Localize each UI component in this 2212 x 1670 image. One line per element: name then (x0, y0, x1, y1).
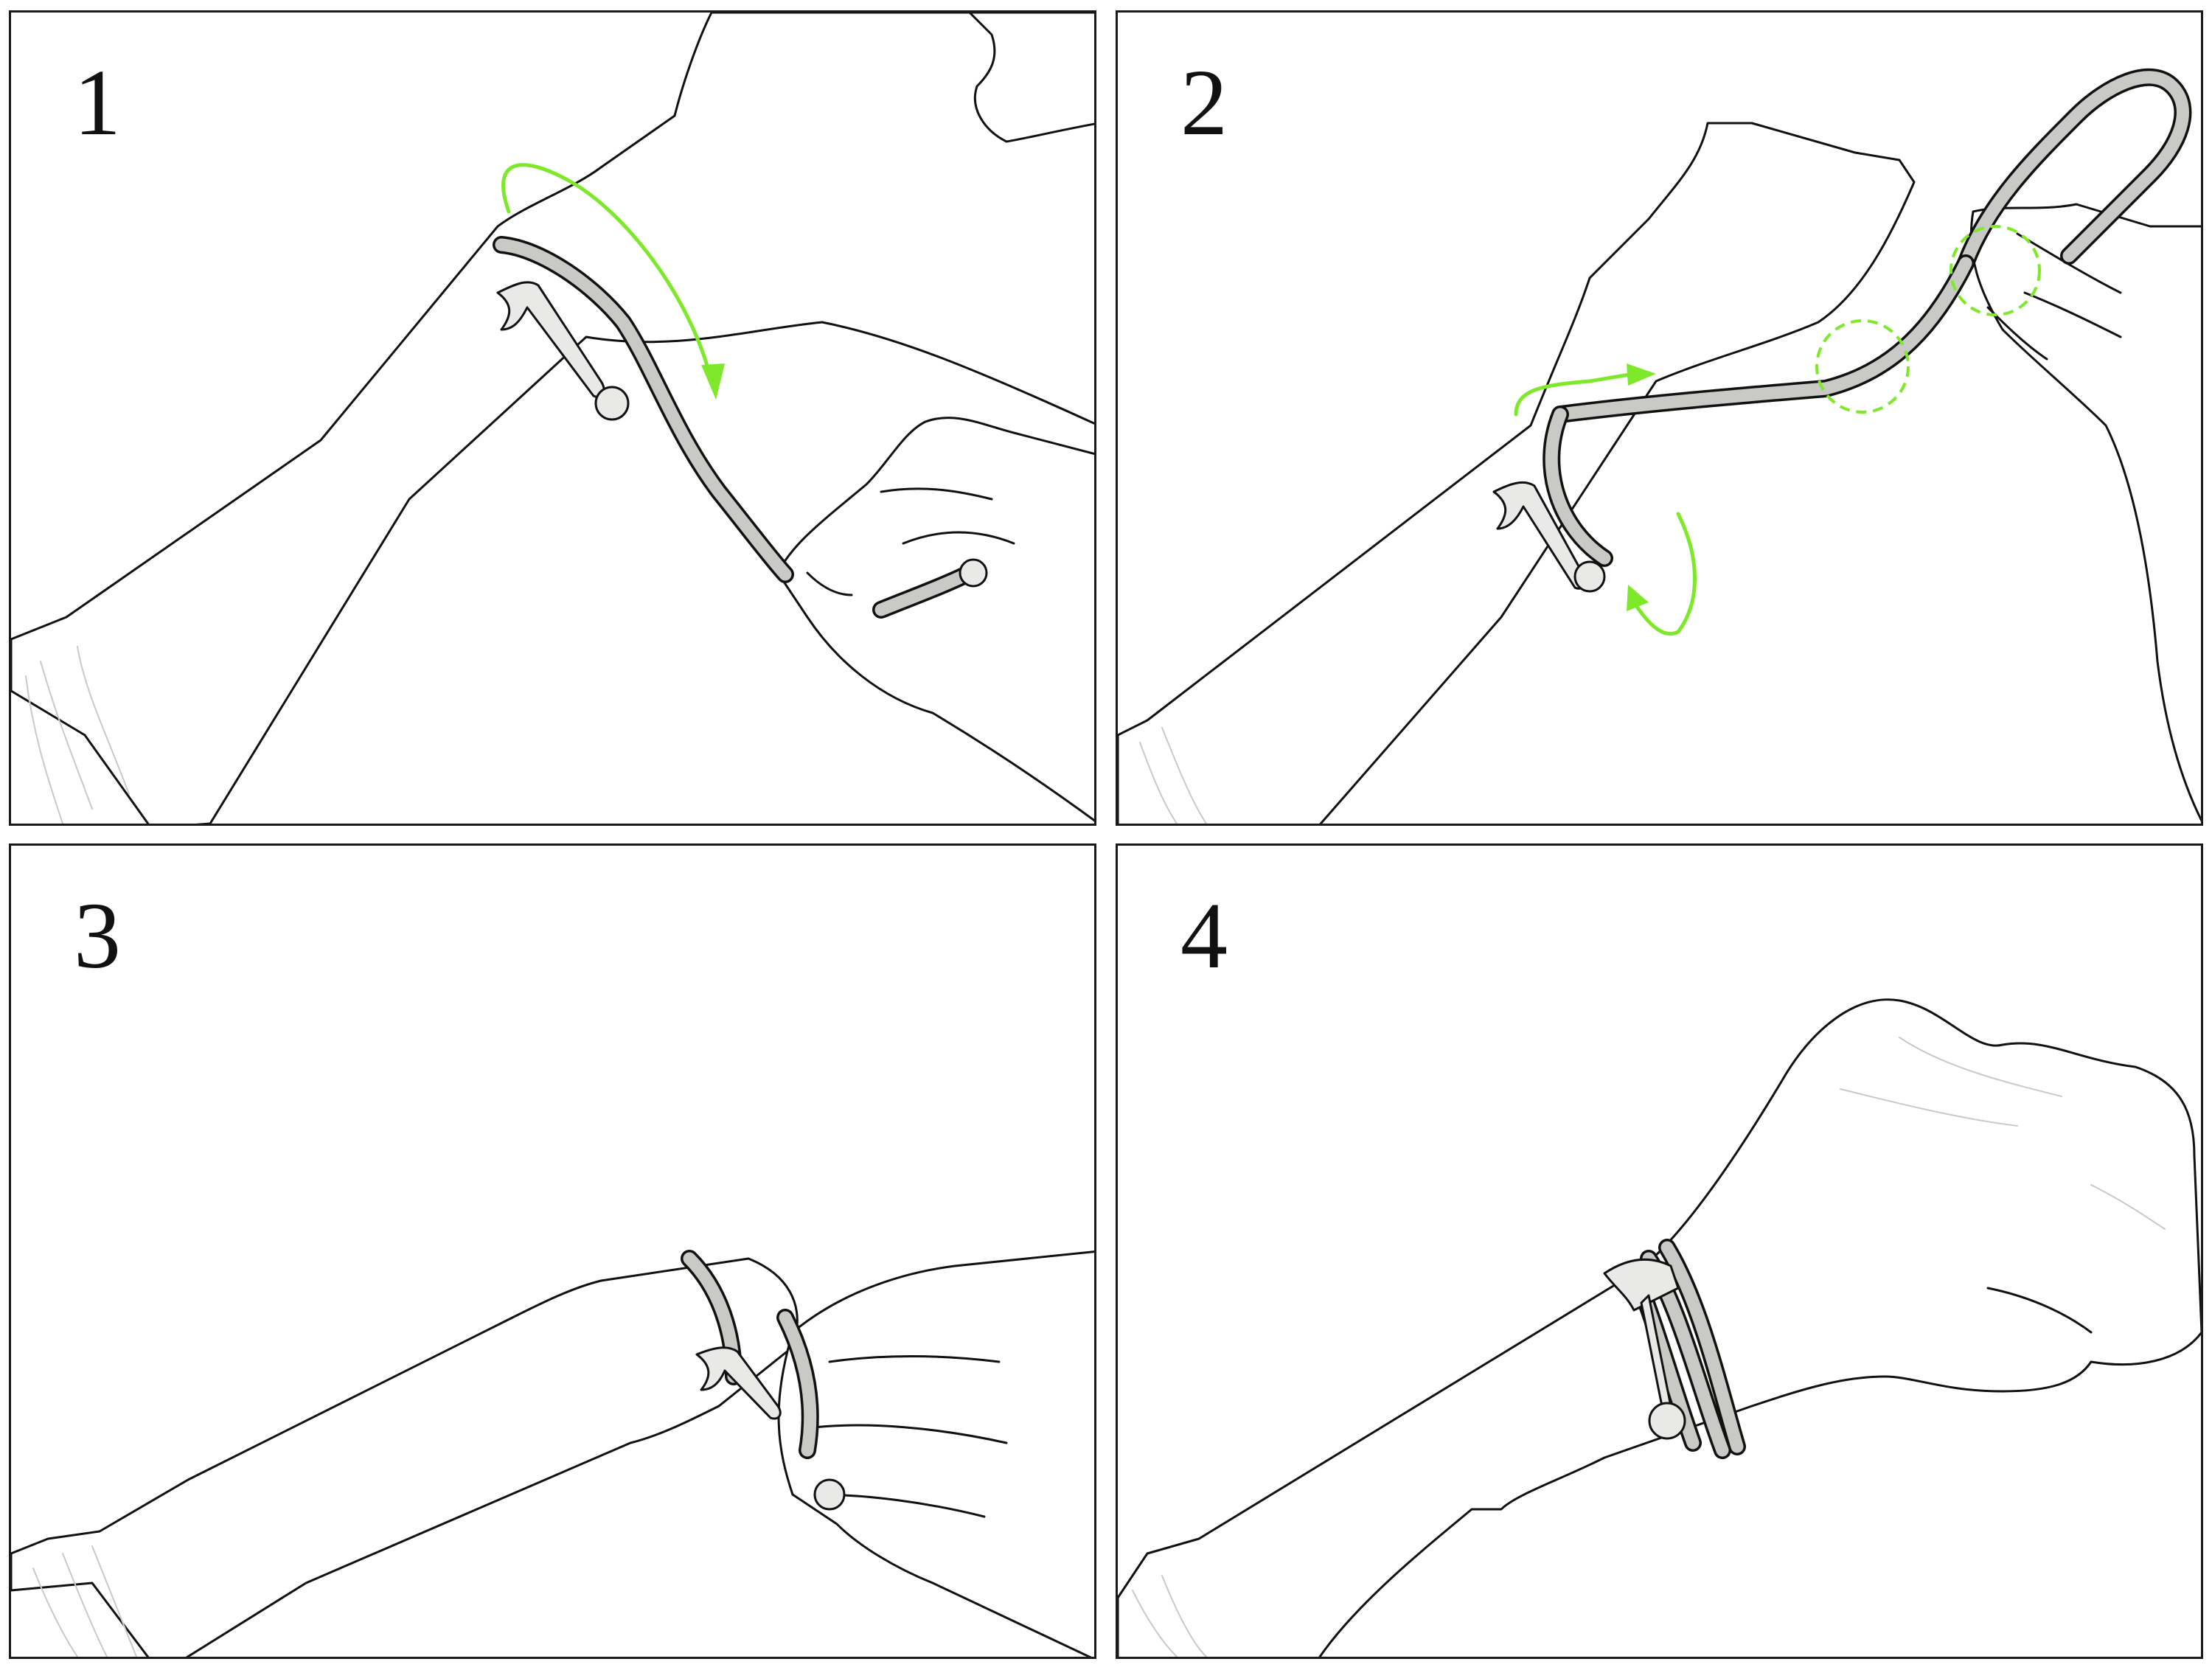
cord-loop (1959, 71, 2189, 270)
end-knot (959, 558, 988, 588)
step-4-illustration (1118, 998, 2201, 1657)
sleeve-folds (25, 646, 130, 824)
cord (495, 238, 792, 581)
cord-knot (594, 386, 630, 421)
step-1-illustration (11, 13, 1094, 824)
sleeve-folds (1139, 727, 1207, 824)
step-3-panel: 3 (9, 843, 1096, 1659)
cord-knot (813, 1478, 846, 1511)
arrow-tip (1627, 363, 1656, 386)
step-3-illustration (11, 1250, 1094, 1657)
cord-knot (1573, 560, 1606, 593)
sleeve-folds (1132, 1575, 1207, 1657)
wrist-wrap (1545, 408, 1611, 565)
step-number: 4 (1180, 883, 1228, 988)
cord-stretch (1554, 257, 1972, 421)
step-2-illustration (1118, 68, 2201, 824)
forearm (11, 13, 1094, 824)
anchor-clasp-icon (1603, 1258, 1680, 1312)
forearm (1118, 122, 1916, 824)
pinching-hand (776, 417, 1094, 822)
pulling-hand (1969, 203, 2201, 822)
tuck-highlight-circle-icon (1815, 319, 1910, 414)
wrap-direction-arrow-icon (1632, 512, 1697, 636)
step-number: 3 (74, 883, 121, 988)
arrow-tip (1627, 585, 1649, 611)
step-number: 1 (74, 50, 121, 155)
other-hand (968, 13, 1094, 143)
sleeve-folds (32, 1545, 137, 1657)
wrap-direction-arrow-icon (1514, 372, 1636, 417)
cord-knot (1648, 1402, 1686, 1440)
anchor-clasp-icon (1492, 481, 1587, 590)
tying-hand (777, 1250, 1094, 1657)
anchor-clasp-icon (496, 281, 605, 398)
arrow-tip (701, 363, 725, 400)
anchor-clasp-icon (695, 1346, 782, 1420)
step-4-panel: 4 (1116, 843, 2203, 1659)
step-1-panel: 1 (9, 10, 1096, 826)
step-2-panel: 2 (1116, 10, 2203, 826)
forearm (11, 1257, 799, 1657)
thumb-line (1986, 1287, 2093, 1334)
tuck-highlight-circle-icon (1950, 225, 2041, 316)
step-number: 2 (1180, 50, 1228, 155)
finger-creases (806, 487, 1015, 596)
wrap-direction-arrow-icon (501, 163, 714, 383)
knuckle-lines (1840, 1037, 2166, 1230)
